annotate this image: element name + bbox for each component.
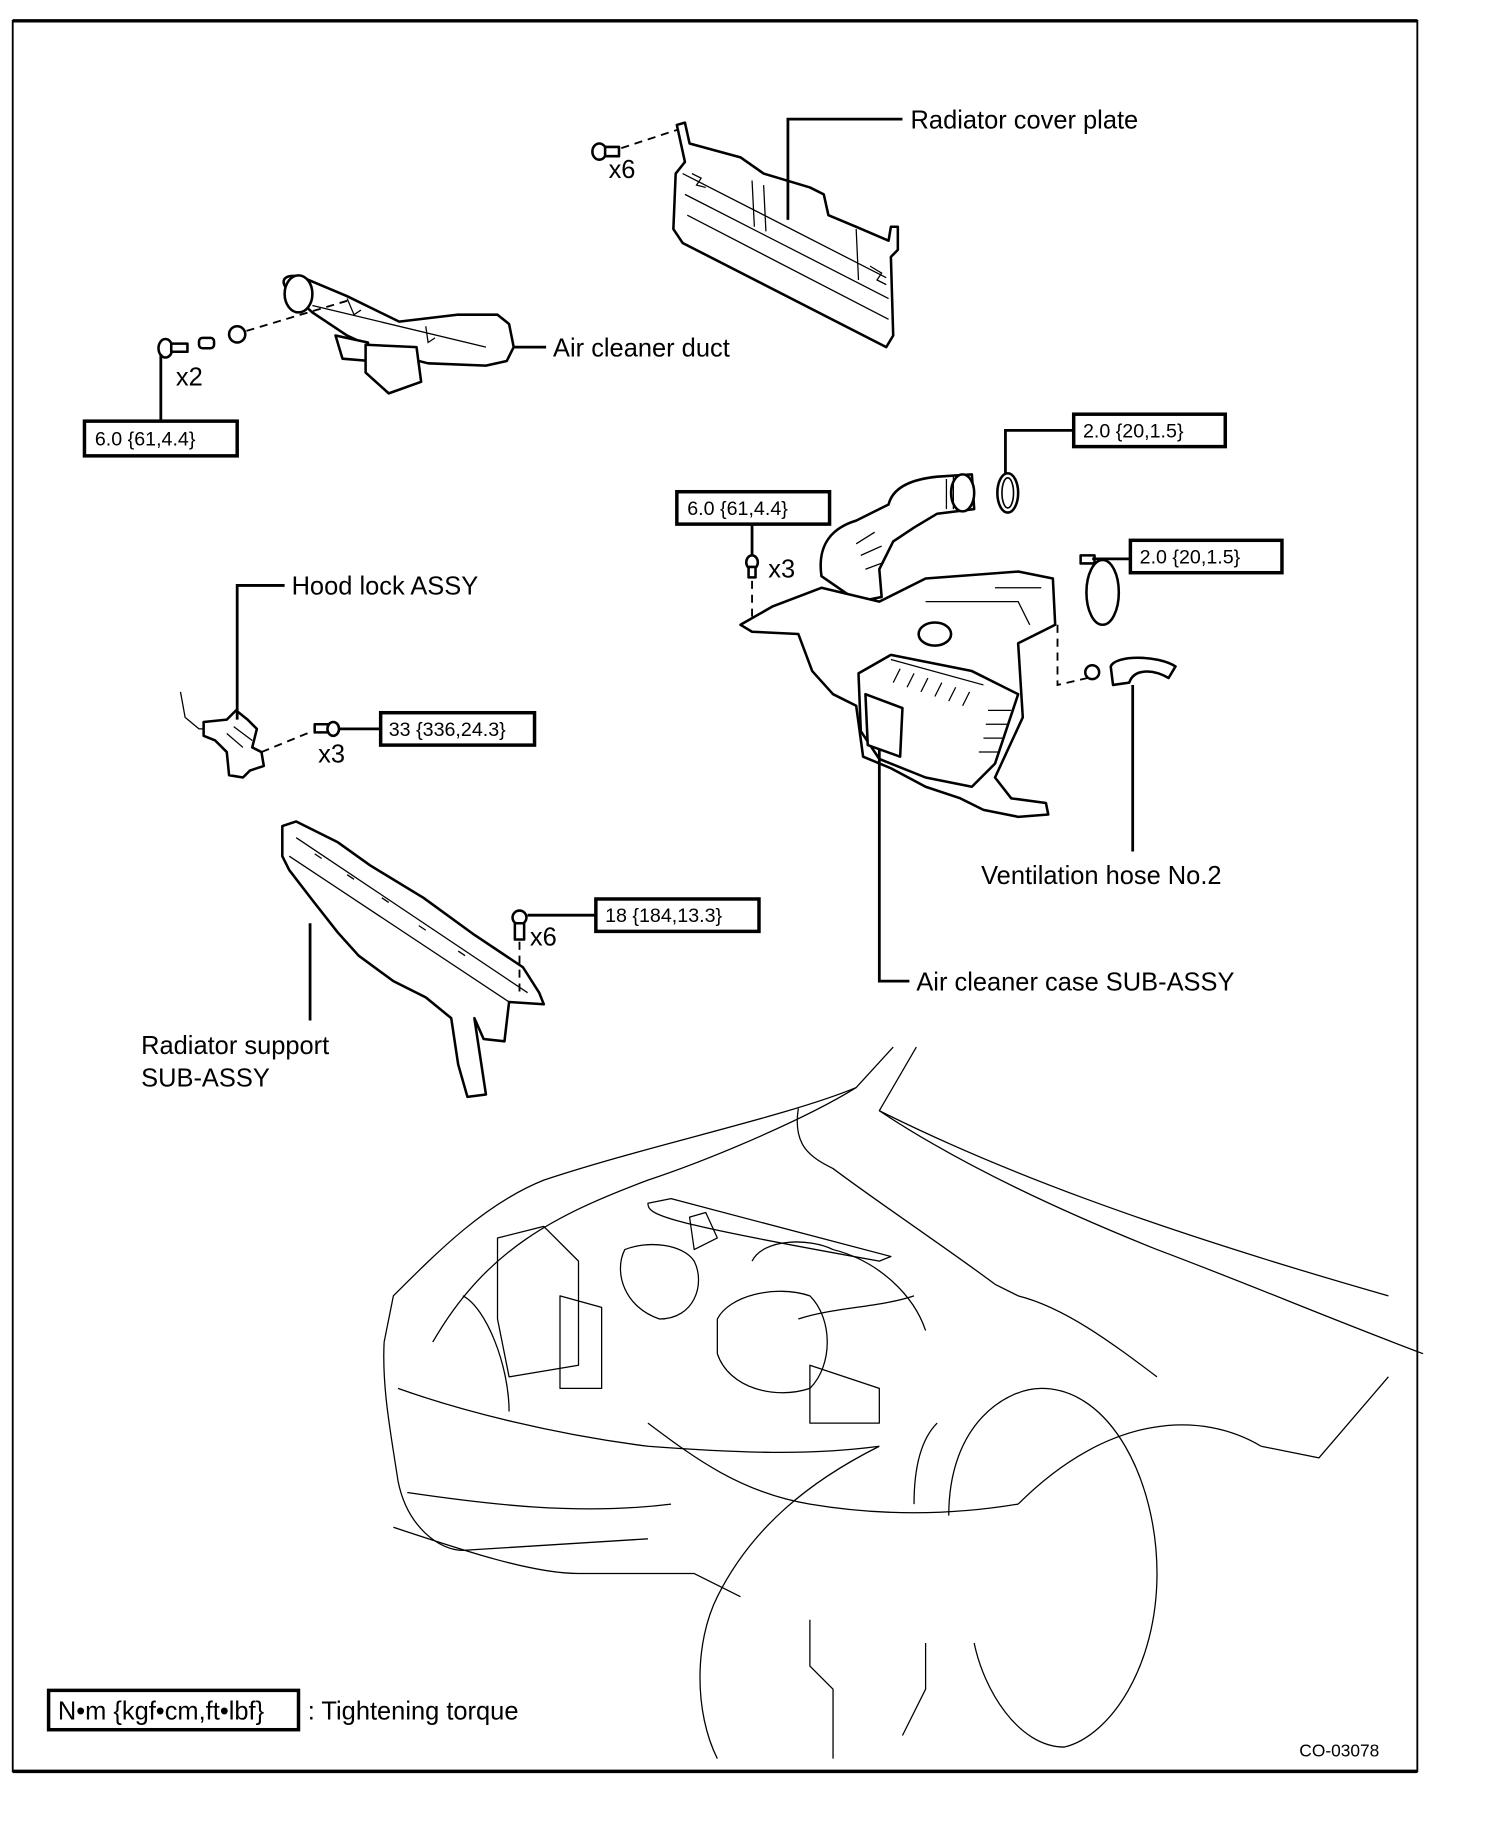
air-cleaner-case-bolt-icon xyxy=(744,554,760,579)
hose-clamp-lower-torque: 2.0 {20,1.5} xyxy=(1140,546,1241,568)
torque-legend-description: : Tightening torque xyxy=(308,1697,519,1725)
hood-lock-bolt-icon xyxy=(313,720,341,738)
radiator-support-torque: 18 {184,13.3} xyxy=(605,905,722,927)
hose-clamp-upper-torque: 2.0 {20,1.5} xyxy=(1083,420,1184,442)
hood-lock-assy xyxy=(179,691,266,779)
hood-lock-label: Hood lock ASSY xyxy=(292,573,479,601)
vehicle-front-line-art xyxy=(383,1046,1424,1759)
air-cleaner-duct-qty: x2 xyxy=(176,363,203,391)
radiator-support-torque-box xyxy=(594,897,761,934)
air-cleaner-duct-bolt-icon xyxy=(157,325,247,359)
radiator-support-bolt-icon xyxy=(511,909,528,941)
hose-clamp-lower-icon xyxy=(1079,554,1121,627)
air-cleaner-case-torque-box xyxy=(675,489,832,526)
air-cleaner-duct-torque-box xyxy=(82,419,239,458)
hood-lock-torque: 33 {336,24.3} xyxy=(389,719,506,741)
ventilation-hose-label: Ventilation hose No.2 xyxy=(981,862,1221,890)
radiator-cover-bolt-icon xyxy=(591,142,621,161)
figure-code: CO-03078 xyxy=(1299,1740,1379,1760)
radiator-cover-plate-label: Radiator cover plate xyxy=(911,106,1139,134)
radiator-support-label-line1: Radiator support xyxy=(141,1032,329,1060)
hood-lock-torque-box xyxy=(378,710,537,747)
air-cleaner-duct-torque: 6.0 {61,4.4} xyxy=(95,428,196,450)
hose-clamp-lower-torque-box xyxy=(1128,538,1284,575)
air-cleaner-duct xyxy=(282,274,515,395)
radiator-support-sub-assy xyxy=(281,820,546,1099)
air-cleaner-case-sub-assy xyxy=(739,473,1057,819)
radiator-support-label-line2: SUB-ASSY xyxy=(141,1064,270,1092)
hood-lock-qty: x3 xyxy=(318,740,345,768)
radiator-cover-qty: x6 xyxy=(609,156,636,184)
air-cleaner-duct-label: Air cleaner duct xyxy=(553,334,730,362)
torque-unit-box xyxy=(46,1688,301,1732)
ventilation-hose-no2 xyxy=(1083,656,1177,687)
torque-legend: N•m {kgf•cm,ft•lbf} : Tightening torque xyxy=(46,1688,519,1732)
hose-clamp-upper-torque-box xyxy=(1071,412,1227,449)
figure-frame xyxy=(11,19,1419,1773)
air-cleaner-case-torque: 6.0 {61,4.4} xyxy=(687,498,788,520)
air-cleaner-case-label: Air cleaner case SUB-ASSY xyxy=(916,968,1234,996)
torque-unit-label: N•m {kgf•cm,ft•lbf} xyxy=(58,1697,265,1725)
radiator-support-qty: x6 xyxy=(530,923,557,951)
air-cleaner-case-qty: x3 xyxy=(768,555,795,583)
hose-clamp-upper-icon xyxy=(996,471,1020,514)
radiator-cover-plate xyxy=(672,121,900,349)
